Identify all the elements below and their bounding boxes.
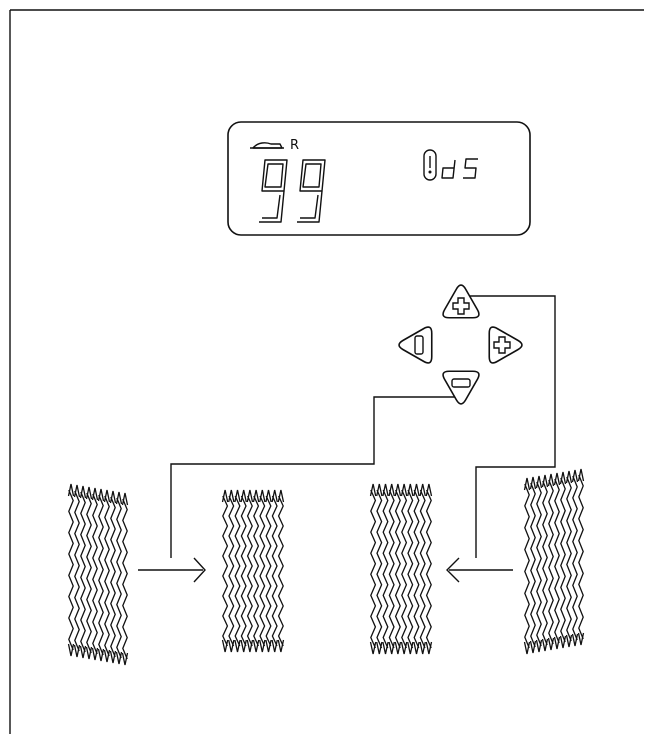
- stitch-column: [235, 496, 240, 646]
- stitch-column: [223, 496, 228, 646]
- stitch-column: [260, 496, 265, 646]
- mode-letter: R: [290, 138, 299, 153]
- connector-minus-to-left: [171, 397, 455, 558]
- stitch-column: [229, 496, 234, 646]
- arrow-right: [138, 558, 205, 582]
- stitch-column: [402, 490, 407, 648]
- stitch-column: [254, 496, 259, 646]
- lcd-display: R 99 0d5: [0, 0, 530, 235]
- stitch-column: [396, 490, 401, 648]
- stitch-column: [537, 482, 541, 646]
- connector-plus-to-right: [470, 296, 555, 558]
- arrow-left: [447, 558, 513, 582]
- stitch-column: [123, 499, 127, 659]
- stitch-column: [111, 497, 115, 657]
- stitch-column: [525, 484, 529, 648]
- stitch-column: [75, 491, 79, 651]
- stitch-column: [573, 476, 577, 640]
- stitch-column: [420, 490, 425, 648]
- stitch-column: [99, 495, 103, 655]
- stitch-column: [248, 496, 253, 646]
- stitch-sample-slanted-left: [69, 484, 128, 665]
- stitch-column: [383, 490, 388, 648]
- stitch-column: [567, 477, 571, 641]
- stitch-column: [549, 480, 553, 644]
- stitch-column: [543, 481, 547, 645]
- stitch-column: [117, 498, 121, 658]
- stitch-sample-slanted-right: [525, 469, 584, 654]
- stitch-column: [377, 490, 382, 648]
- stitch-column: [241, 496, 246, 646]
- stitch-column: [266, 496, 271, 646]
- stitch-sample-dense-result: [223, 490, 284, 652]
- stitch-column: [427, 490, 432, 648]
- stitch-column: [87, 493, 91, 653]
- stitch-column: [414, 490, 419, 648]
- stitch-column: [371, 490, 376, 648]
- stitch-column: [531, 483, 535, 647]
- stitch-column: [561, 478, 565, 642]
- stitch-samples: [69, 469, 584, 665]
- stitch-column: [272, 496, 277, 646]
- stitch-sample-dense-original: [371, 484, 432, 654]
- stitch-column: [81, 492, 85, 652]
- stitch-column: [279, 496, 284, 646]
- stitch-column: [579, 475, 583, 639]
- stitch-column: [408, 490, 413, 648]
- stitch-column: [105, 496, 109, 656]
- density-plus-button-shape[interactable]: [443, 285, 479, 318]
- stitch-column: [93, 494, 97, 654]
- stitch-column: [555, 479, 559, 643]
- stitch-column: [389, 490, 394, 648]
- stitch-column: [69, 490, 73, 650]
